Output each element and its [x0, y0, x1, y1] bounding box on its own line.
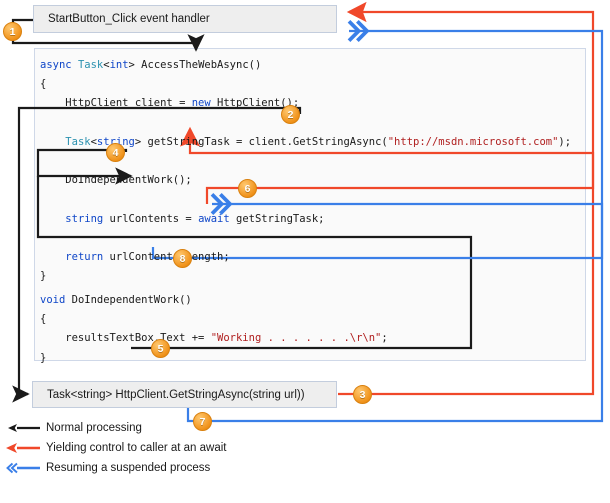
code-token: new [191, 97, 211, 110]
code-token: HttpClient client = [40, 97, 192, 110]
code-token: Task [77, 59, 104, 71]
code-line [40, 190, 571, 209]
code-line: { [40, 310, 388, 329]
code-token: DoIndependentWork() [65, 294, 192, 306]
step-badge-2: 2 [281, 105, 300, 124]
event-handler-box: StartButton_Click event handler [33, 5, 337, 33]
step-badge-3: 3 [353, 385, 372, 404]
code-line: HttpClient client = new HttpClient(); [40, 94, 571, 113]
code-token: urlContents.Length; [103, 251, 230, 264]
code-line [40, 382, 571, 401]
legend-label: Resuming a suspended process [46, 462, 211, 474]
code-token: ; [381, 332, 388, 345]
code-line: } [40, 267, 571, 286]
legend-arrow-normal-icon [8, 423, 40, 433]
code-line: } [40, 349, 388, 368]
code-block-tail: void DoIndependentWork() { resultsTextBox… [40, 291, 388, 368]
code-token: ); [558, 135, 572, 148]
code-line: resultsTextBox.Text += "Working . . . . … [40, 329, 388, 348]
code-token: resultsTextBox.Text += [40, 332, 211, 345]
step-badge-6: 6 [238, 179, 257, 198]
arrow-6-orange [205, 1, 595, 204]
legend-label: Yielding control to caller at an await [46, 442, 227, 454]
step-badge-5: 5 [151, 339, 170, 358]
code-token: string [96, 135, 135, 148]
step-badge-4: 4 [106, 143, 125, 162]
code-line [40, 229, 571, 248]
code-line: return urlContents.Length; [40, 248, 571, 267]
code-token: > AccessTheWebAsync() [128, 59, 262, 71]
code-token: return [65, 251, 104, 264]
code-line: Task<string> getStringTask = client.GetS… [40, 133, 571, 152]
step-badge-7: 7 [193, 412, 212, 431]
code-line: async Task<int> AccessTheWebAsync() [40, 56, 571, 75]
code-token: DoIndependentWork(); [40, 174, 192, 187]
legend-arrow-yield-icon [6, 443, 40, 453]
code-token: await [198, 212, 230, 225]
code-line: { [40, 75, 571, 94]
getstringasync-label: Task<string> HttpClient.GetStringAsync(s… [47, 388, 305, 401]
code-token: < [90, 135, 97, 148]
code-token: } [40, 351, 47, 364]
code-token [40, 136, 65, 148]
code-token: "http://msdn.microsoft.com" [387, 135, 559, 148]
code-token [40, 213, 65, 225]
legend-arrow-resume-icon [6, 462, 40, 474]
legend-label: Normal processing [46, 422, 142, 434]
arrow-8-blue [151, 31, 604, 260]
code-token: { [40, 78, 47, 91]
code-line [40, 114, 571, 133]
getstringasync-box: Task<string> HttpClient.GetStringAsync(s… [32, 381, 337, 408]
code-token: "Working . . . . . . .\r\n" [210, 332, 382, 345]
step-badge-8: 8 [173, 249, 192, 268]
code-token: HttpClient(); [210, 97, 300, 110]
code-line: DoIndependentWork(); [40, 171, 571, 190]
arrow-7-blue [186, 204, 604, 423]
code-token: Task [65, 135, 91, 148]
event-handler-label: StartButton_Click event handler [48, 13, 210, 25]
code-token: > getStringTask = client.GetStringAsync( [134, 135, 388, 148]
code-line: void DoIndependentWork() [40, 291, 388, 310]
step-badge-1: 1 [3, 22, 22, 41]
code-token: int [109, 59, 129, 71]
code-token: string [65, 212, 104, 225]
code-token: { [40, 313, 47, 326]
arrow-1-black [11, 18, 205, 52]
code-token: getStringTask; [229, 212, 325, 225]
code-token: < [103, 59, 110, 71]
arrow-2-black [12, 106, 302, 403]
code-token: void [40, 294, 66, 306]
code-line: string urlContents = await getStringTask… [40, 210, 571, 229]
code-block: async Task<int> AccessTheWebAsync(){ Htt… [40, 56, 571, 402]
arrow-4-black [36, 148, 133, 185]
code-token [40, 251, 65, 263]
code-token: } [40, 270, 47, 283]
code-token: async [40, 59, 78, 71]
arrow-5-black [36, 176, 473, 350]
code-token: urlContents = [103, 212, 199, 225]
